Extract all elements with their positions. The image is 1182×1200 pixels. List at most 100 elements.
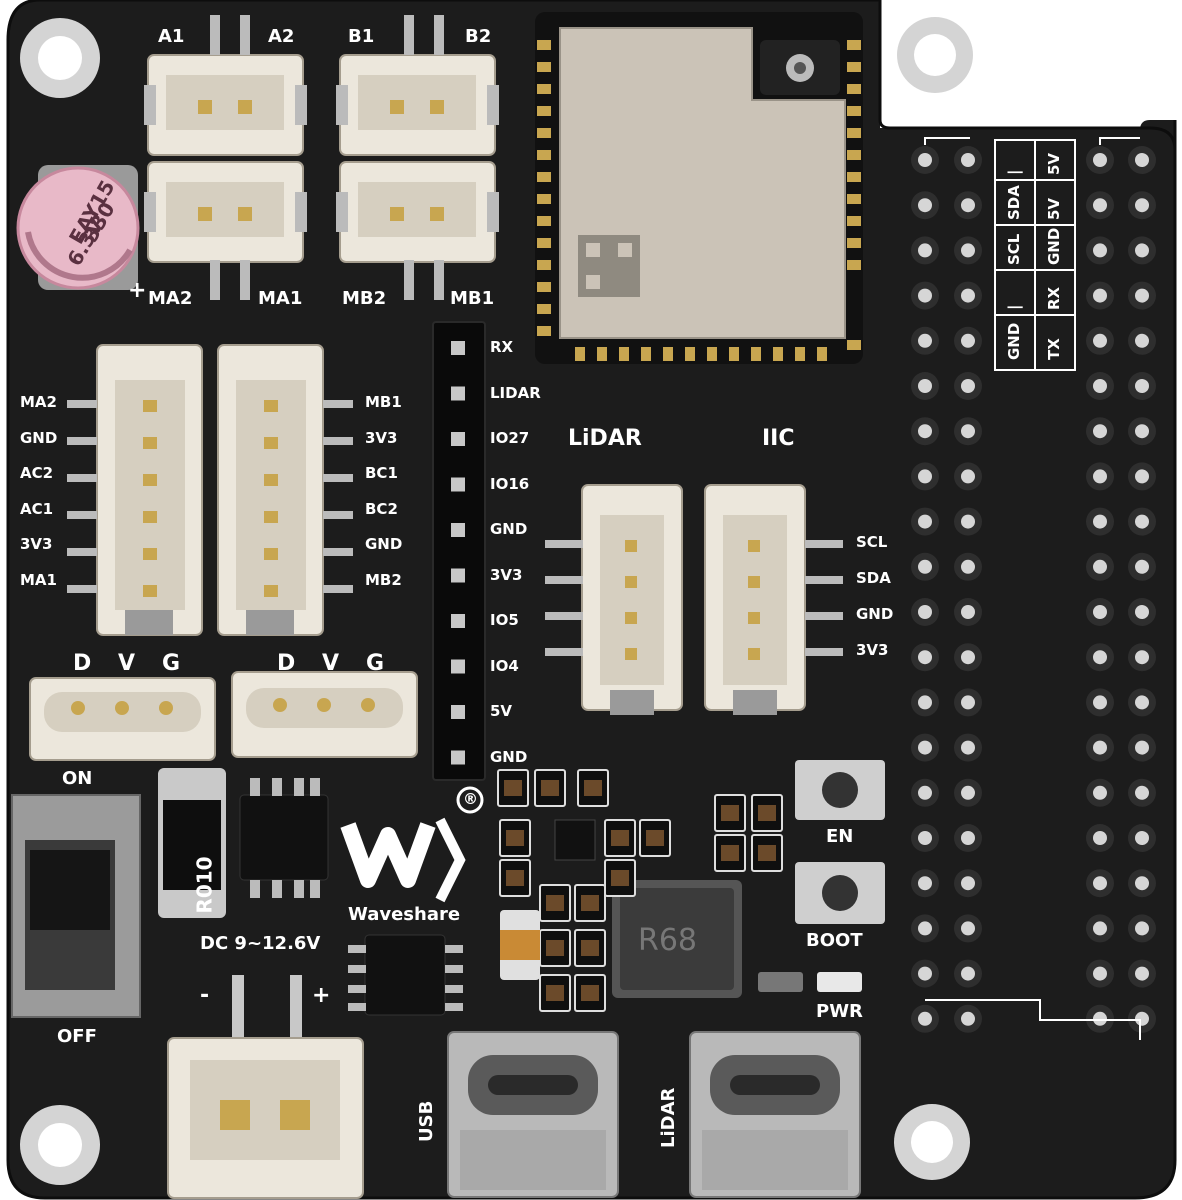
connector-lead: [404, 15, 414, 55]
motor-right-pin-3: BC2: [365, 499, 398, 518]
gpio-pad: [954, 598, 982, 626]
module-pin: [537, 84, 551, 94]
gpio-table-right-2: GND: [1045, 227, 1063, 265]
servo-left-d: D: [73, 651, 92, 676]
gpio-pad: [1086, 824, 1114, 852]
module-pin: [707, 347, 717, 361]
gpio-pad: [911, 598, 939, 626]
module-pin: [847, 172, 861, 182]
gpio-pad: [954, 281, 982, 310]
mounting-hole-br: [894, 1104, 970, 1180]
en-button-label: EN: [826, 826, 854, 847]
lidar-lead: [545, 612, 583, 620]
gpio-pad: [954, 778, 982, 807]
header-pin: [451, 750, 465, 765]
iic-lead: [805, 540, 843, 548]
header-pin-label-4: GND: [490, 520, 528, 538]
gpio-pad: [954, 146, 982, 174]
esp32-module: [535, 12, 863, 364]
gpio-table-right-1: 5V: [1045, 197, 1063, 220]
lidar-lead: [545, 648, 583, 656]
header-pin: [451, 523, 465, 537]
waveshare-logo: [340, 786, 484, 903]
connector-lead: [434, 15, 444, 55]
gpio-pad: [1128, 191, 1156, 220]
gpio-pad: [911, 688, 939, 717]
lidar-lead: [545, 576, 583, 584]
mounting-hole-bl: [20, 1105, 100, 1185]
connector-lead: [240, 260, 250, 300]
module-pin: [773, 347, 783, 361]
motor-right-pin-1: 3V3: [365, 428, 398, 447]
module-pin: [537, 326, 551, 336]
gpio-pad: [1128, 326, 1156, 355]
gpio-pad: [911, 372, 939, 400]
pwr-led: [758, 972, 862, 992]
motor-right-pin-2: BC1: [365, 464, 398, 482]
motor-left-pin-3: AC1: [20, 499, 54, 518]
gpio-pad: [1128, 733, 1156, 762]
brand-name: Waveshare: [348, 904, 461, 925]
motor-right-pin-4: GND: [365, 535, 403, 553]
header-pin: [451, 386, 465, 401]
label-ma2-top: MA2: [148, 288, 193, 309]
gpio-pad: [1128, 372, 1156, 400]
header-pin: [451, 432, 465, 446]
iic-pin: [748, 540, 760, 552]
servo-right-v: V: [322, 651, 340, 676]
smd-part: [577, 769, 609, 807]
smd-part: [714, 834, 746, 872]
switch-off-label: OFF: [57, 1026, 97, 1047]
encoder-connectors: [67, 344, 353, 636]
gpio-pad: [911, 281, 939, 310]
gpio-pad: [911, 462, 939, 491]
power-switch: [11, 794, 141, 1018]
usb-c-port-2: [689, 1031, 861, 1198]
six-pin-connector: [217, 344, 353, 636]
iic-pin-label-2: GND: [856, 605, 894, 623]
small-motor-connector: [336, 161, 499, 263]
lidar-connector: [581, 484, 683, 715]
gpio-table-left-0: |: [1005, 169, 1023, 175]
gpio-pad: [954, 462, 982, 491]
module-pin: [729, 347, 739, 361]
iic-pin-label-1: SDA: [856, 569, 891, 587]
motor-left-pin-0: MA2: [20, 393, 57, 411]
module-pin: [847, 62, 861, 72]
brand-registered: ®: [463, 790, 478, 808]
connector-lead: [404, 260, 414, 300]
lidar-lead: [545, 540, 583, 548]
connector-leads: [545, 540, 843, 660]
module-pin: [537, 282, 551, 292]
header-pin: [451, 705, 465, 719]
servo-right-g: G: [366, 651, 385, 676]
gpio-pad: [911, 146, 939, 174]
iic-pin-label-0: SCL: [856, 533, 888, 551]
header-pins: [451, 341, 465, 765]
gpio-pad: [911, 417, 939, 446]
header-pin-label-9: GND: [490, 747, 528, 766]
gpio-pad: [911, 824, 939, 852]
gpio-pad: [954, 688, 982, 717]
module-pin: [817, 347, 827, 361]
header-pin: [451, 477, 465, 492]
servo-connector-left: [29, 677, 216, 761]
gpio-pad: [954, 236, 982, 265]
module-pin: [847, 40, 861, 50]
gpio-pad: [1086, 372, 1114, 400]
gpio-pad: [954, 824, 982, 852]
small-ic: [554, 819, 596, 861]
gpio-pad: [1086, 507, 1114, 536]
servo-left-g: G: [162, 651, 181, 676]
smd-part: [534, 769, 566, 807]
gpio-pad: [954, 326, 982, 355]
gpio-pad: [1086, 281, 1114, 310]
shunt-resistor: [158, 768, 226, 918]
header-pin-label-2: IO27: [490, 429, 530, 447]
gpio-pad: [1086, 552, 1114, 581]
tantalum-capacitor: [500, 910, 540, 980]
gpio-pad: [1086, 191, 1114, 220]
motor-left-pin-5: MA1: [20, 570, 57, 589]
gpio-pad: [1128, 914, 1156, 943]
iic-lead: [805, 612, 843, 620]
